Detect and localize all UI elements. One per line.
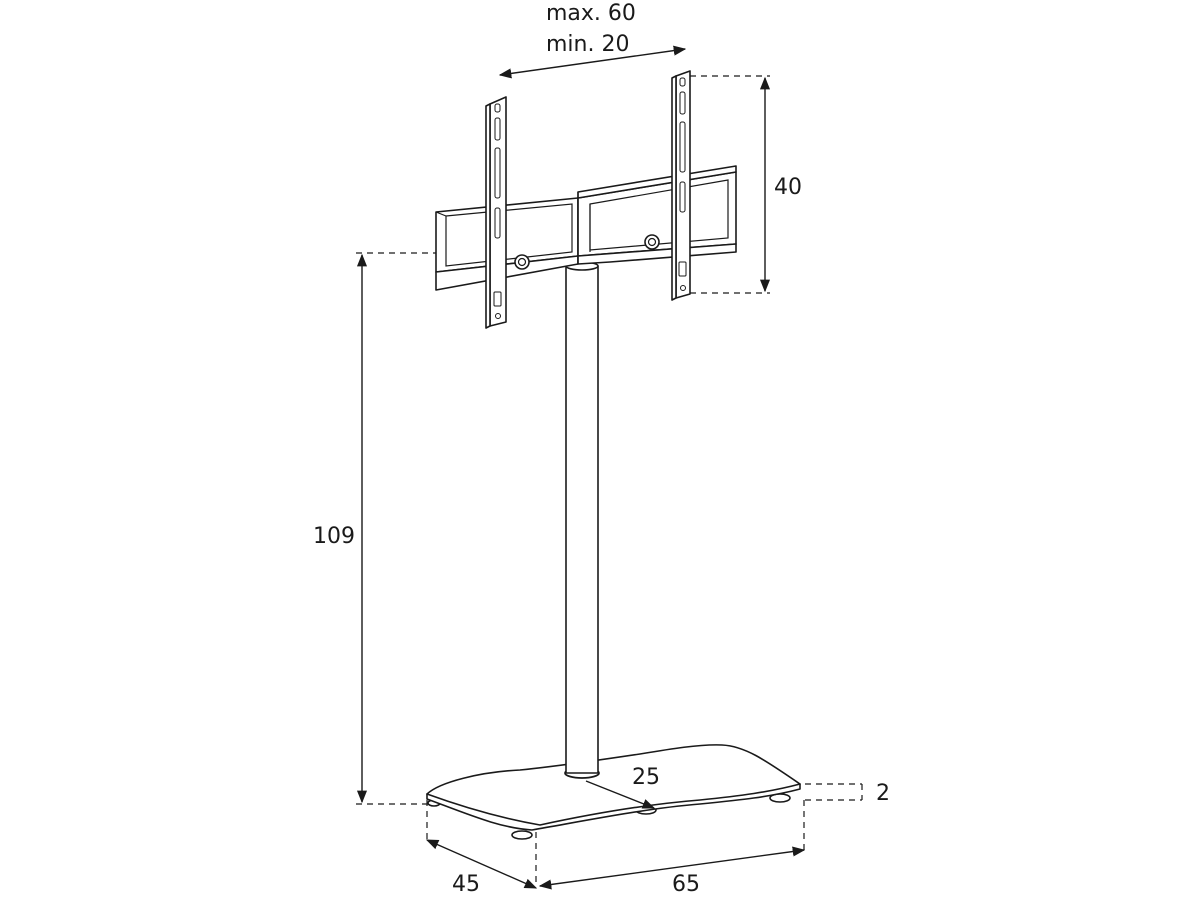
dimension-total-height: 109 xyxy=(313,252,436,805)
cross-bracket xyxy=(435,165,737,291)
dimension-bracket-height: 40 xyxy=(690,75,802,294)
dimension-base-thickness: 2 xyxy=(805,781,890,806)
lock-knob-right xyxy=(644,234,660,250)
vesa-rail-left xyxy=(485,96,507,329)
label-total-height: 109 xyxy=(313,524,355,549)
label-base-width: 65 xyxy=(672,872,700,897)
dimension-base-depth: 45 xyxy=(425,800,538,897)
dimension-base-width: 65 xyxy=(538,800,806,897)
lock-knob-left xyxy=(514,254,530,270)
base-top-face xyxy=(426,744,801,826)
label-column-diameter: 25 xyxy=(632,765,660,790)
vesa-rail-right xyxy=(671,70,691,301)
label-bracket-height: 40 xyxy=(774,175,802,200)
dimension-column-diameter: 25 xyxy=(585,765,660,809)
column xyxy=(565,261,599,774)
label-min: min. 20 xyxy=(546,32,629,57)
label-base-depth: 45 xyxy=(452,872,480,897)
dimension-vesa-width: max. 60 min. 20 xyxy=(498,1,687,79)
label-max: max. 60 xyxy=(546,1,636,26)
base-plate xyxy=(426,744,801,840)
label-base-thickness: 2 xyxy=(876,781,890,806)
foot-front-left xyxy=(511,830,533,840)
